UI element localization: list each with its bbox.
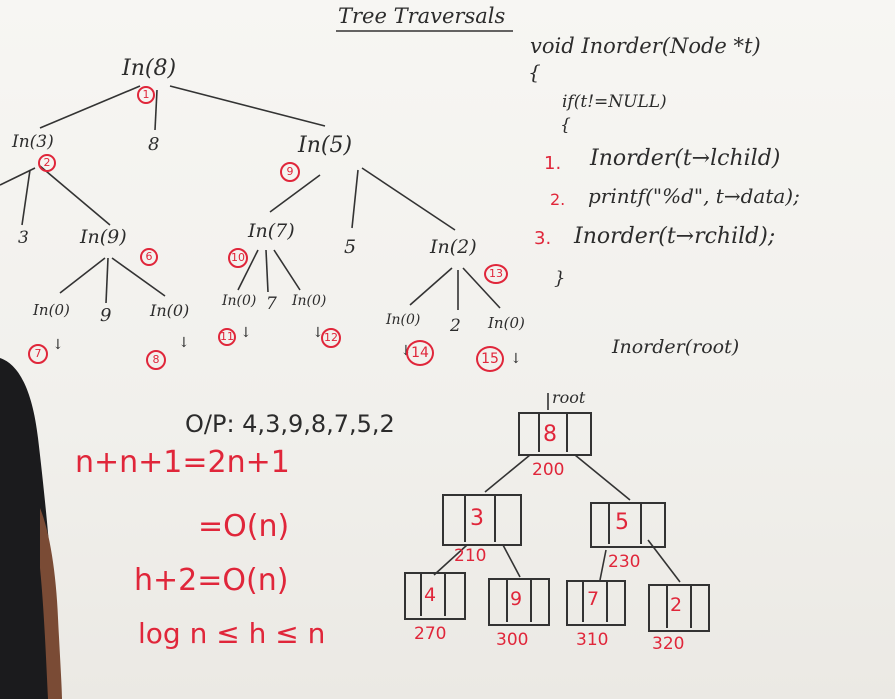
node-data-cell: [582, 580, 608, 622]
code-call: Inorder(root): [612, 336, 740, 358]
tree-node: [488, 578, 550, 626]
node-in3: In(3): [12, 132, 54, 152]
code-brace-open: {: [528, 60, 541, 84]
node-in2-right: In(0): [488, 314, 525, 332]
node-data-cell: [666, 584, 692, 628]
step-marker: 9: [280, 162, 300, 182]
root-pointer-label: root: [552, 388, 586, 407]
node-value: 5: [615, 510, 629, 535]
code-if: if(t!=NULL): [562, 92, 667, 112]
step-marker: 13: [484, 264, 508, 284]
node-in9-right: In(0): [150, 301, 190, 320]
node-in7: In(7): [248, 220, 295, 242]
node-address: 210: [454, 546, 487, 566]
node-val8: 8: [148, 134, 160, 155]
tree-node: [404, 572, 466, 620]
step-marker: 11: [218, 328, 236, 346]
tree-node: [442, 494, 522, 546]
step-marker: 14: [406, 340, 434, 366]
node-in2: In(2): [430, 236, 477, 258]
step-marker: 6: [140, 248, 158, 266]
code-brace-inner: {: [560, 115, 571, 135]
node-in9: In(9): [80, 226, 127, 248]
step-marker: 8: [146, 350, 166, 370]
node-in8: In(8): [122, 56, 177, 81]
step-marker: 12: [321, 328, 341, 348]
node-in5: In(5): [298, 133, 353, 158]
node-address: 310: [576, 630, 609, 650]
code-line3: Inorder(t→rchild);: [574, 224, 776, 249]
tree-node: [566, 580, 626, 626]
output-sequence: O/P: 4,3,9,8,7,5,2: [185, 410, 395, 438]
node-val7: 7: [266, 294, 277, 314]
tree-node: [648, 584, 710, 632]
code-line3-number: 3.: [534, 228, 552, 249]
node-val5: 5: [344, 236, 357, 258]
step-marker: 1: [137, 86, 155, 104]
node-data-cell: [608, 502, 642, 544]
eq-bounds: log n ≤ h ≤ n: [138, 617, 326, 650]
node-value: 9: [510, 588, 523, 610]
code-brace-close: }: [554, 268, 566, 289]
step-marker: 10: [228, 248, 248, 268]
mark-down: ↓: [510, 351, 522, 367]
node-data-cell: [464, 494, 496, 542]
step-marker: 2: [38, 154, 56, 172]
node-value: 3: [470, 506, 484, 531]
node-val2: 2: [450, 316, 461, 336]
mark-down: ↓: [52, 337, 64, 353]
node-data-cell: [420, 572, 446, 616]
step-marker: 15: [476, 346, 504, 372]
node-in9-left: In(0): [33, 301, 70, 319]
node-value: 7: [587, 588, 600, 610]
node-address: 200: [532, 460, 565, 480]
node-data-cell: [506, 578, 532, 622]
node-val3: 3: [18, 228, 29, 248]
code-line1: Inorder(t→lchild): [590, 146, 781, 171]
node-in7-right: In(0): [292, 293, 327, 309]
node-value: 8: [543, 422, 557, 447]
node-value: 4: [424, 584, 437, 606]
node-in2-left: In(0): [386, 312, 421, 328]
eq-bigo: =O(n): [198, 509, 290, 544]
node-val9: 9: [100, 305, 112, 326]
page-title: Tree Traversals: [338, 4, 506, 28]
eq-height: h+2=O(n): [134, 563, 289, 598]
presenter-silhouette: [0, 358, 62, 699]
mark-down: ↓: [178, 335, 190, 351]
eq-time: n+n+1=2n+1: [75, 445, 290, 480]
node-address: 270: [414, 624, 447, 644]
tree-node: [518, 412, 592, 456]
node-address: 230: [608, 552, 641, 572]
node-in7-left: In(0): [222, 293, 257, 309]
node-value: 2: [670, 594, 683, 616]
step-marker: 7: [28, 344, 48, 364]
code-line2-number: 2.: [550, 190, 566, 209]
mark-down: ↓: [400, 343, 412, 359]
node-data-cell: [538, 412, 568, 452]
node-address: 320: [652, 634, 685, 654]
node-address: 300: [496, 630, 529, 650]
code-signature: void Inorder(Node *t): [530, 34, 761, 58]
mark-down: ↓: [312, 325, 324, 341]
tree-node: [590, 502, 666, 548]
code-line1-number: 1.: [544, 153, 562, 174]
mark-down: ↓: [240, 325, 252, 341]
code-line2: printf("%d", t→data);: [588, 184, 800, 208]
